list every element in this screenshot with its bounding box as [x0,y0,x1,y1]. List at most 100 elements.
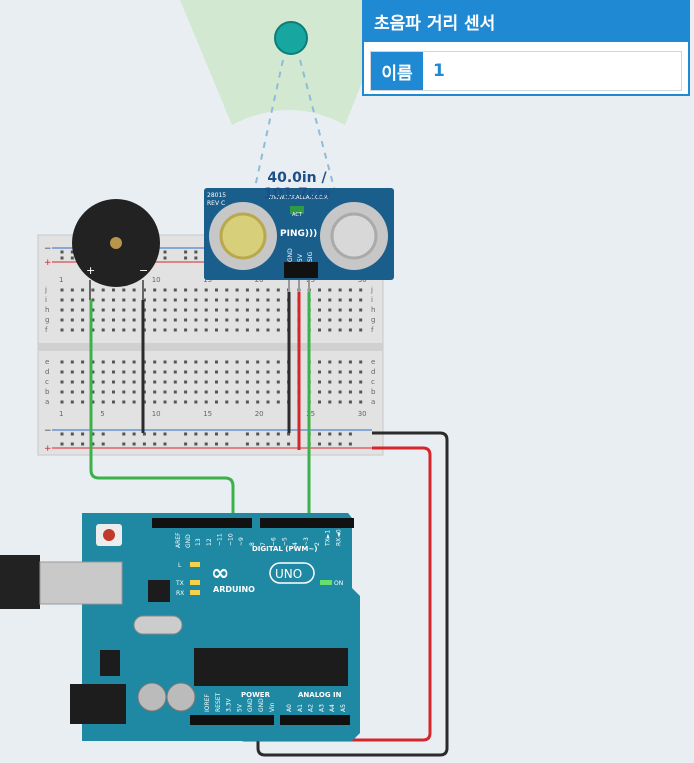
breadboard-row-label: j [44,286,47,294]
sensor-pin-gnd: GND [287,248,294,262]
rx-label: RX [176,590,184,597]
breadboard-col-label: 10 [152,276,161,284]
digital-pin-label: 7 [260,542,267,546]
analog-pin-label: A2 [308,704,315,712]
infinity-logo: ∞ [211,561,229,586]
ultrasonic-sensor[interactable] [204,188,394,292]
breadboard-row-label: e [371,358,375,366]
digital-pin-label: ~11 [217,533,224,546]
voltage-regulator [100,650,120,676]
cone-dash-right [299,59,341,211]
digital-pin-label: 2 [314,542,321,546]
aref-label: AREF [175,532,182,548]
digital-pin-label: 12 [206,538,213,546]
uno-badge [269,562,315,584]
breadboard-col-label: 1 [59,410,63,418]
capacitor-1 [137,682,167,712]
digital-pin-label: ~3 [303,537,310,546]
digital-pin-label: TX►1 [325,530,332,547]
tx-label: TX [175,580,184,587]
capacitor-2 [166,682,196,712]
breadboard-row-label: g [371,316,375,324]
power-pin-label: GND [247,698,254,712]
analog-header: ANALOG IN [298,691,342,699]
sensor-pin-sig: SIG [307,251,314,262]
rail-plus-top: + [44,258,52,268]
arduino-brand: ARDUINO [213,585,255,594]
rail-plus-bottom: + [44,444,52,454]
power-jack [70,684,126,724]
breadboard-col-label: 30 [358,410,367,418]
analog-pin-label: A0 [286,704,293,712]
digital-pin-label: ~6 [271,537,278,546]
breadboard-row-label: j [370,286,373,294]
power-pin-label: IOREF [204,694,211,712]
sensor-ping-label: PING))) [280,229,317,239]
breadboard-row-label: f [45,326,48,334]
breadboard-row-label: h [371,306,375,314]
analog-pin-label: A1 [297,704,304,712]
sensor-model-line1: 28015 [207,192,226,199]
buzzer-plus: + [86,264,95,277]
act-led [290,206,304,214]
name-label: 이름 [371,52,423,90]
breadboard-col-label: 15 [203,410,212,418]
digital-pin-label: 13 [195,538,202,546]
inspector-panel: 초음파 거리 센서 이름 [362,0,690,96]
breadboard-row-label: i [45,296,47,304]
piezo-buzzer[interactable]: + − [72,199,160,300]
usb-cable [0,555,40,609]
digital-pin-label: 8 [249,542,256,546]
arduino-model: UNO [275,567,302,581]
breadboard-col-label: 5 [100,410,104,418]
breadboard-col-label: 20 [255,410,264,418]
sensor-pin-header[interactable] [284,262,318,292]
breadboard-row-label: a [45,398,49,406]
breadboard-row-label: b [45,388,50,396]
breadboard-col-label: 25 [306,410,315,418]
sensor-brand-url: WWW.PARALLAX.COM [268,195,328,201]
sensor-pin-5v: 5V [297,253,304,262]
panel-title: 초음파 거리 센서 [364,0,688,42]
rail-minus-top: − [44,244,52,254]
buzzer-minus: − [139,264,148,277]
breadboard-row-label: e [45,358,49,366]
breadboard-row-label: f [371,326,374,334]
breadboard-col-label: 10 [152,410,161,418]
breadboard-row-label: h [45,306,49,314]
sensor-model-line2: REV C [207,200,225,207]
gnd-top-label: GND [185,534,192,548]
arduino-on-label: ON [334,580,343,587]
power-pin-label: Vin [269,702,276,712]
analog-pin-label: A5 [340,704,347,712]
digital-pin-label: ~5 [281,537,288,546]
crystal [133,615,183,635]
digital-pin-label: RX◄0 [335,529,342,546]
digital-header: DIGITAL (PWM~) [252,545,317,553]
wire-buzzer-to-pin10[interactable] [89,300,235,522]
wire-gnd-rail-to-arduino[interactable] [256,431,449,757]
usb-chip [148,580,170,602]
target-object-handle[interactable] [274,21,308,55]
breadboard-row-label: g [45,316,49,324]
power-header: POWER [241,691,271,699]
power-pin-label: 3.3V [226,697,233,712]
digital-pin-header[interactable] [152,518,354,528]
breadboard-row-label: i [371,296,373,304]
l-label: L [178,562,182,569]
power-pin-header[interactable] [190,715,350,725]
rail-minus-bottom: − [44,426,52,436]
power-pin-label: RESET [215,692,222,712]
breadboard-row-label: d [45,368,49,376]
power-pin-label: GND [258,698,265,712]
digital-pin-label: ~10 [227,533,234,546]
breadboard-row-label: c [371,378,375,386]
atmega-chip [194,648,348,686]
digital-pin-label: ~9 [238,537,245,546]
cone-dash-left [249,59,284,211]
power-pin-label: 5V [236,703,243,712]
name-input[interactable] [423,52,681,90]
breadboard-row-label: b [371,388,376,396]
